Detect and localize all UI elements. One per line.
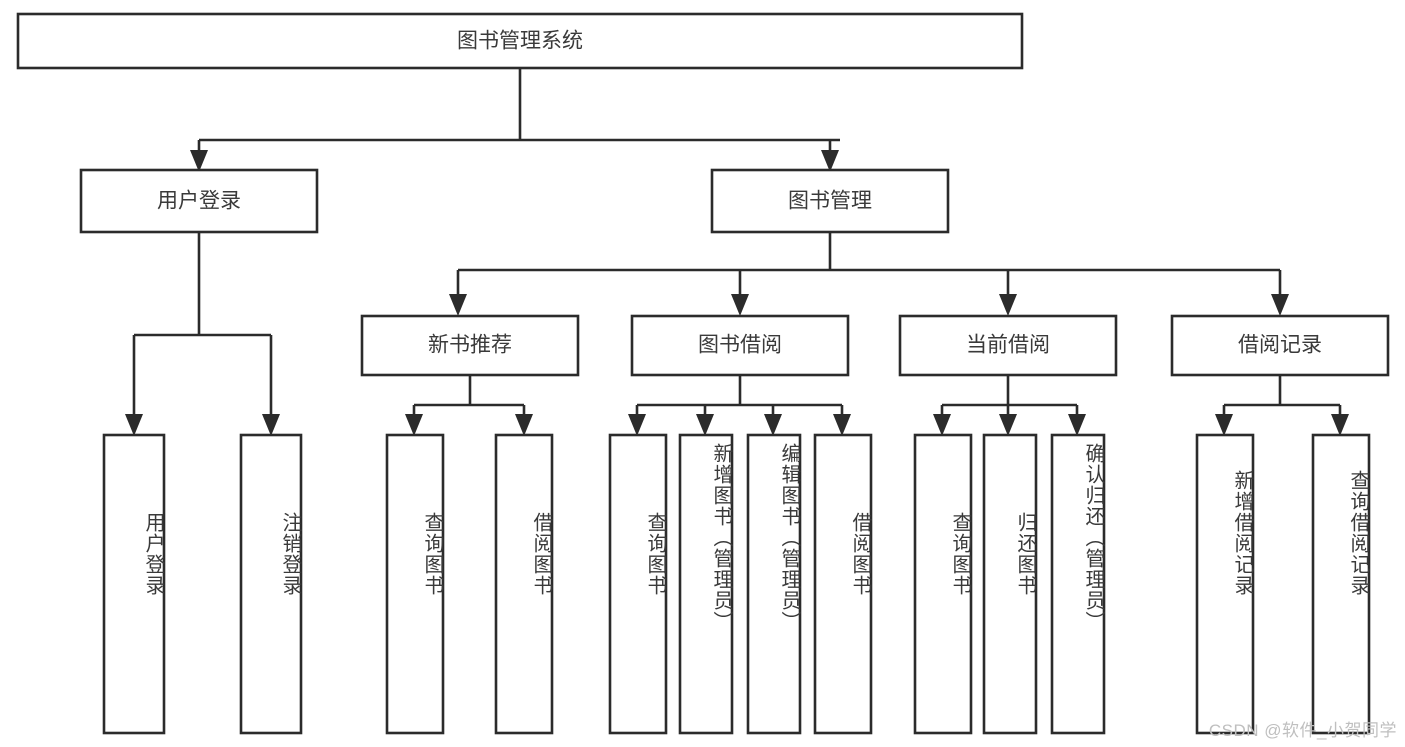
node-box-leaf-return-book[interactable] [982, 433, 1038, 735]
node-box-leaf-add-record[interactable] [1195, 433, 1255, 735]
node-box-leaf-edit-book[interactable] [746, 433, 802, 735]
connector-group-book-borrow [628, 375, 851, 436]
connector-group-user-login [125, 232, 280, 436]
node-box-leaf-query-book-3[interactable] [913, 433, 973, 735]
node-box-leaf-borrow-book-1[interactable] [494, 433, 554, 735]
node-box-user-login[interactable] [79, 168, 319, 234]
node-label-user-login: 用户登录 [157, 190, 241, 213]
arrow-head-leaf-logout-login [262, 414, 280, 436]
connector-group-new-book-recommend [405, 375, 533, 436]
node-box-leaf-query-record[interactable] [1311, 433, 1371, 735]
node-label-book-management: 图书管理 [788, 190, 872, 213]
node-box-leaf-query-book-1[interactable] [385, 433, 445, 735]
node-label-new-book-recommend: 新书推荐 [428, 334, 512, 357]
arrow-head-book-borrow [731, 294, 749, 316]
arrow-head-leaf-query-book-2 [628, 414, 646, 436]
node-box-book-borrow[interactable] [630, 314, 850, 377]
arrow-head-leaf-return-book [999, 414, 1017, 436]
node-box-borrow-record[interactable] [1170, 314, 1390, 377]
watermark-text: CSDN @软件_小贺同学 [1208, 721, 1397, 740]
arrow-head-leaf-borrow-book-2 [833, 414, 851, 436]
arrow-head-borrow-record [1271, 294, 1289, 316]
connector-group-book-management [449, 232, 1289, 316]
arrow-head-leaf-edit-book [764, 414, 782, 436]
node-box-leaf-logout-login[interactable] [239, 433, 303, 735]
node-box-book-management[interactable] [710, 168, 950, 234]
arrow-head-leaf-query-book-1 [405, 414, 423, 436]
node-label-root: 图书管理系统 [457, 30, 583, 53]
node-box-leaf-borrow-book-2[interactable] [813, 433, 873, 735]
arrow-head-book-management [821, 150, 839, 172]
arrow-head-leaf-add-book [696, 414, 714, 436]
node-box-new-book-recommend[interactable] [360, 314, 580, 377]
arrow-head-leaf-query-record [1331, 414, 1349, 436]
node-label-book-borrow: 图书借阅 [698, 334, 782, 357]
arrow-head-user-login [190, 150, 208, 172]
arrow-head-current-borrow [999, 294, 1017, 316]
arrow-head-new-book-recommend [449, 294, 467, 316]
connector-group-current-borrow [933, 375, 1086, 436]
connector-group-borrow-record [1215, 375, 1349, 436]
connector-group-root [190, 68, 840, 172]
node-box-leaf-user-login[interactable] [102, 433, 166, 735]
node-label-current-borrow: 当前借阅 [966, 334, 1050, 357]
arrow-head-leaf-query-book-3 [933, 414, 951, 436]
node-box-leaf-query-book-2[interactable] [608, 433, 668, 735]
arrow-head-leaf-borrow-book-1 [515, 414, 533, 436]
arrow-head-leaf-add-record [1215, 414, 1233, 436]
node-box-leaf-add-book[interactable] [678, 433, 734, 735]
node-box-root[interactable] [16, 12, 1024, 70]
node-box-leaf-confirm-return[interactable] [1050, 433, 1106, 735]
arrow-head-leaf-user-login [125, 414, 143, 436]
arrow-head-leaf-confirm-return [1068, 414, 1086, 436]
node-label-borrow-record: 借阅记录 [1238, 334, 1322, 357]
node-box-current-borrow[interactable] [898, 314, 1118, 377]
